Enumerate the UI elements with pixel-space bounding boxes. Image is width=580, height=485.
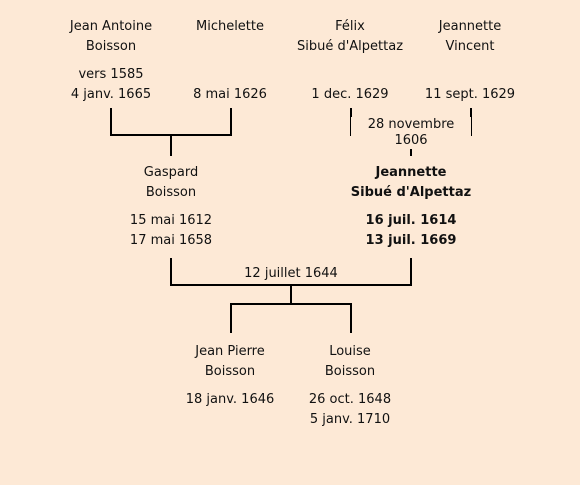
person-jean-antoine: Jean Antoine Boisson vers 1585 4 janv. 1…	[36, 17, 186, 105]
person-name: Jeannette	[438, 19, 502, 34]
death-date: 4 janv. 1665	[70, 87, 152, 102]
birth-date	[395, 65, 545, 85]
person-name: Gaspard	[143, 165, 199, 180]
death-date: 1 dec. 1629	[311, 87, 389, 102]
person-surname: Boisson	[85, 39, 137, 54]
person-surname: Boisson	[204, 364, 256, 379]
person-surname: Boisson	[145, 185, 197, 200]
person-felix: Félix Sibué d'Alpettaz 1 dec. 1629	[275, 17, 425, 105]
person-jeannette-sibue: Jeannette Sibué d'Alpettaz 16 juil. 1614…	[336, 163, 486, 251]
death-date: 17 mai 1658	[129, 233, 213, 248]
person-michelette: Michelette 8 mai 1626	[155, 17, 305, 105]
marriage-date-sibue: 28 novembre 1606	[351, 117, 471, 149]
birth-date: 18 janv. 1646	[185, 392, 275, 407]
death-date: 11 sept. 1629	[424, 87, 516, 102]
person-name: Félix	[335, 19, 365, 34]
person-gaspard: Gaspard Boisson 15 mai 1612 17 mai 1658	[96, 163, 246, 251]
marriage-date-main: 12 juillet 1644	[241, 266, 341, 282]
birth-date: vers 1585	[78, 67, 144, 82]
person-name: Jean Antoine	[69, 19, 153, 34]
person-name: Louise	[329, 344, 371, 359]
death-date: 5 janv. 1710	[309, 412, 391, 427]
death-date: 13 juil. 1669	[365, 233, 457, 248]
person-name: Michelette	[195, 19, 264, 34]
death-date: 8 mai 1626	[193, 87, 267, 102]
person-surname: Sibué d'Alpettaz	[296, 39, 404, 54]
birth-date: 26 oct. 1648	[308, 392, 392, 407]
person-surname: Boisson	[324, 364, 376, 379]
person-louise: Louise Boisson 26 oct. 1648 5 janv. 1710	[275, 342, 425, 430]
person-name: Jean Pierre	[195, 344, 265, 359]
person-name: Jeannette	[375, 165, 447, 180]
person-jean-pierre: Jean Pierre Boisson 18 janv. 1646	[155, 342, 305, 410]
birth-date: 16 juil. 1614	[365, 213, 457, 228]
person-surname: Vincent	[445, 39, 495, 54]
person-jeannette-vincent: Jeannette Vincent 11 sept. 1629	[395, 17, 545, 105]
birth-date: 15 mai 1612	[129, 213, 213, 228]
person-surname: Sibué d'Alpettaz	[350, 185, 472, 200]
